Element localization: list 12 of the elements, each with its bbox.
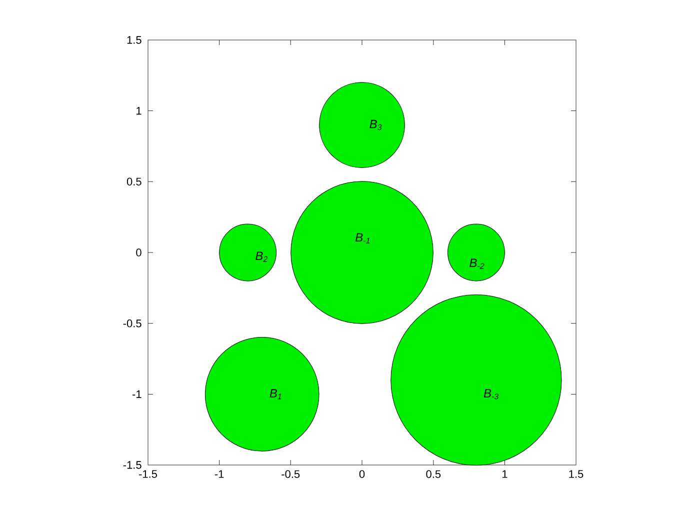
tick-label: -0.5 (282, 470, 300, 478)
tick-label: 0.5 (126, 178, 142, 186)
tick-label: 1.5 (569, 470, 584, 478)
tick-label: 1.5 (127, 36, 142, 44)
tick-label: -1 (214, 470, 224, 478)
tick-label: 0 (136, 248, 142, 256)
tick-label: -1.5 (123, 461, 142, 469)
tick-label: 0 (359, 470, 365, 478)
tick-label: -1.5 (139, 470, 157, 478)
tick-label: -0.5 (123, 320, 142, 328)
tick-label: 1 (136, 107, 142, 115)
tick-label: -1 (132, 390, 142, 398)
